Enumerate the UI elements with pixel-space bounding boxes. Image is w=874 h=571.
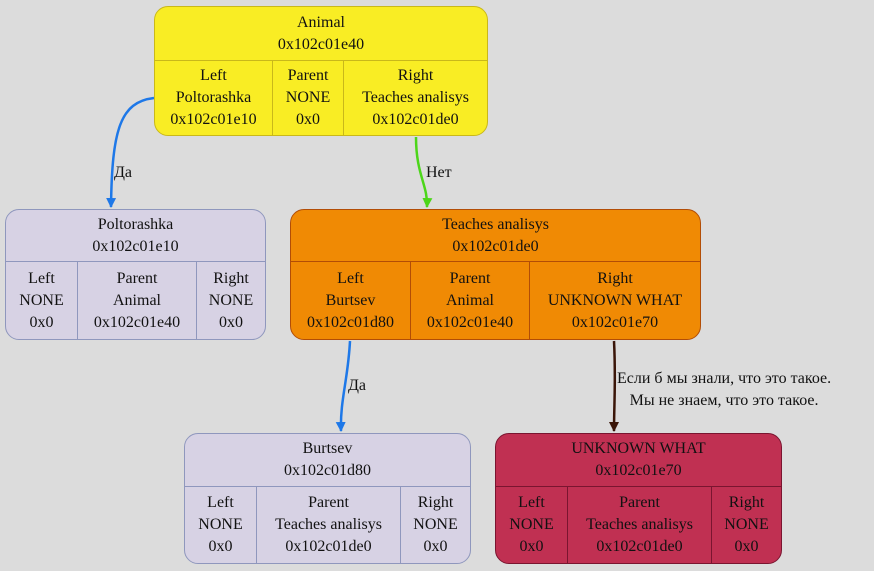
field-label: Parent xyxy=(619,494,660,511)
node-name: UNKNOWN WHAT xyxy=(571,440,706,457)
node-animal: Animal 0x102c01e40 Left Poltorashka 0x10… xyxy=(154,6,488,136)
field-label: Right xyxy=(213,269,249,287)
field-value: NONE xyxy=(413,516,458,533)
field-label: Right xyxy=(728,494,765,511)
node-burtsev: Burtsev 0x102c01d80 Left NONE 0x0 Parent… xyxy=(184,433,471,564)
field-right: Right NONE 0x0 xyxy=(400,487,470,563)
field-label: Left xyxy=(207,494,234,511)
field-value: Animal xyxy=(446,291,494,309)
field-address: 0x0 xyxy=(734,538,759,555)
edge-label-da-burtsev: Да xyxy=(348,377,367,394)
field-parent: Parent Animal 0x102c01e40 xyxy=(77,262,196,339)
field-parent: Parent NONE 0x0 xyxy=(272,61,343,135)
edge-label-unknown-line1: Если б мы знали, что это такое. xyxy=(617,370,832,387)
node-name: Teaches analisys xyxy=(442,215,549,233)
edge-label-da-left: Да xyxy=(114,164,133,181)
node-address: 0x102c01e40 xyxy=(277,35,365,53)
edge-animal-poltorashka xyxy=(106,96,155,208)
field-label: Left xyxy=(28,269,55,287)
field-label: Parent xyxy=(449,269,491,287)
field-address: 0x102c01e70 xyxy=(571,313,659,331)
field-address: 0x0 xyxy=(423,538,448,555)
node-name: Burtsev xyxy=(302,440,353,457)
edge-label-unknown: Если б мы знали, что это такое. Мы не зн… xyxy=(617,368,831,412)
field-right: Right NONE 0x0 xyxy=(711,487,781,563)
field-value: NONE xyxy=(208,291,254,309)
field-value: NONE xyxy=(198,516,243,533)
field-label: Right xyxy=(417,494,454,511)
field-value: UNKNOWN WHAT xyxy=(547,291,683,309)
node-header: Animal 0x102c01e40 xyxy=(155,7,487,60)
field-address: 0x102c01e40 xyxy=(93,313,181,331)
field-value: NONE xyxy=(285,89,331,106)
field-label: Left xyxy=(337,269,364,287)
node-unknown-what: UNKNOWN WHAT 0x102c01e70 Left NONE 0x0 P… xyxy=(495,433,782,564)
field-address: 0x0 xyxy=(29,313,54,331)
node-name: Poltorashka xyxy=(97,215,174,233)
node-header: Burtsev 0x102c01d80 xyxy=(185,434,470,486)
node-poltorashka: Poltorashka 0x102c01e10 Left NONE 0x0 Pa… xyxy=(5,209,266,340)
field-left: Left Poltorashka 0x102c01e10 xyxy=(155,61,272,135)
field-left: Left NONE 0x0 xyxy=(185,487,256,563)
edge-label-net: Нет xyxy=(426,164,452,181)
field-parent: Parent Teaches analisys 0x102c01de0 xyxy=(256,487,400,563)
edge-animal-teaches xyxy=(414,136,433,208)
field-address: 0x102c01e40 xyxy=(426,313,514,331)
field-left: Left Burtsev 0x102c01d80 xyxy=(291,262,410,339)
node-address: 0x102c01e70 xyxy=(595,462,682,479)
field-address: 0x102c01de0 xyxy=(372,111,459,128)
field-value: Poltorashka xyxy=(175,89,252,106)
field-label: Parent xyxy=(116,269,158,287)
node-header: Poltorashka 0x102c01e10 xyxy=(6,210,265,261)
node-header: UNKNOWN WHAT 0x102c01e70 xyxy=(496,434,781,486)
field-right: Right NONE 0x0 xyxy=(196,262,265,339)
field-right: Right UNKNOWN WHAT 0x102c01e70 xyxy=(529,262,700,339)
field-address: 0x102c01de0 xyxy=(285,538,372,555)
field-address: 0x0 xyxy=(219,313,243,331)
node-name: Animal xyxy=(297,13,345,31)
field-value: Teaches analisys xyxy=(586,516,693,533)
field-value: NONE xyxy=(19,291,64,309)
field-address: 0x102c01de0 xyxy=(596,538,683,555)
field-left: Left NONE 0x0 xyxy=(6,262,77,339)
field-left: Left NONE 0x0 xyxy=(496,487,567,563)
field-parent: Parent Teaches analisys 0x102c01de0 xyxy=(567,487,711,563)
field-address: 0x0 xyxy=(519,538,544,555)
field-label: Left xyxy=(518,494,545,511)
node-address: 0x102c01e10 xyxy=(92,237,179,255)
field-value: NONE xyxy=(509,516,554,533)
field-value: Animal xyxy=(113,291,161,309)
field-address: 0x102c01d80 xyxy=(306,313,395,331)
edge-teaches-burtsev xyxy=(335,340,352,432)
field-parent: Parent Animal 0x102c01e40 xyxy=(410,262,529,339)
node-header: Teaches analisys 0x102c01de0 xyxy=(291,210,700,261)
field-label: Right xyxy=(597,269,633,287)
node-teaches-analisys: Teaches analisys 0x102c01de0 Left Burtse… xyxy=(290,209,701,340)
field-value: Teaches analisys xyxy=(275,516,382,533)
field-value: Teaches analisys xyxy=(362,89,469,106)
node-address: 0x102c01de0 xyxy=(452,237,539,255)
field-right: Right Teaches analisys 0x102c01de0 xyxy=(343,61,487,135)
edge-teaches-unknown xyxy=(609,340,620,432)
field-address: 0x0 xyxy=(296,111,320,128)
field-value: Burtsev xyxy=(325,291,376,309)
field-label: Right xyxy=(397,67,434,84)
edge-label-unknown-line2: Мы не знаем, что это такое. xyxy=(629,392,819,409)
field-address: 0x102c01e10 xyxy=(170,111,257,128)
field-label: Left xyxy=(200,67,227,84)
field-value: NONE xyxy=(724,516,769,533)
field-label: Parent xyxy=(287,67,329,84)
field-label: Parent xyxy=(308,494,349,511)
node-address: 0x102c01d80 xyxy=(283,462,372,479)
field-address: 0x0 xyxy=(208,538,233,555)
